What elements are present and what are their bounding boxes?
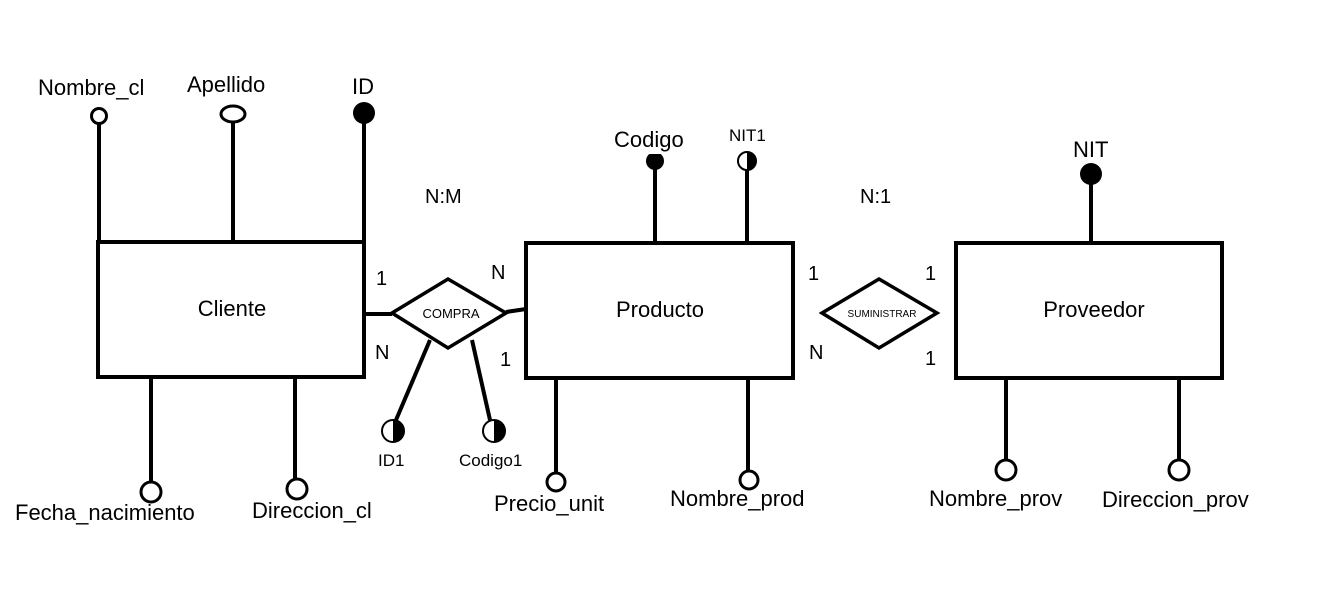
attribute-label: ID [352, 74, 374, 99]
attribute-nit: NIT [1073, 137, 1108, 243]
simple-attribute-icon [90, 107, 108, 125]
half-fill [494, 420, 505, 442]
attribute-precio-unit: Precio_unit [494, 378, 604, 516]
attribute-label: Nombre_cl [38, 75, 144, 100]
attribute-label: Nombre_prov [929, 486, 1062, 511]
attribute-codigo1: Codigo1 [459, 339, 522, 470]
relationship-compra: COMPRA N:M 1 N N 1 [362, 186, 527, 371]
attribute-apellido: Apellido [187, 72, 265, 242]
attribute-fecha-nacimiento: Fecha_nacimiento [15, 377, 195, 525]
relationship-connector [505, 307, 527, 314]
attribute-label: Direccion_prov [1102, 487, 1249, 512]
key-attribute-icon [646, 152, 664, 170]
key-attribute-icon [353, 102, 375, 124]
relationship-compra-diamond [388, 276, 510, 351]
relationship-suministrar: SUMINISTRAR N:1 1 N 1 1 [808, 186, 941, 370]
attribute-nit1: NIT1 [729, 126, 766, 243]
attribute-label: Codigo1 [459, 451, 522, 470]
attribute-label: ID1 [378, 451, 404, 470]
entity-producto-label: Producto [616, 297, 704, 322]
entity-cliente-label: Cliente [198, 296, 266, 321]
attribute-label: Precio_unit [494, 491, 604, 516]
attribute-id: ID [352, 74, 375, 242]
attribute-nombre-prod: Nombre_prod [670, 378, 805, 511]
attribute-label: Direccion_cl [252, 498, 372, 523]
simple-attribute-icon [1167, 458, 1191, 482]
simple-attribute-icon [994, 458, 1018, 482]
relationship-suministrar-ratio: N:1 [860, 186, 891, 208]
attribute-direccion-prov: Direccion_prov [1102, 378, 1249, 512]
entity-cliente: Cliente [96, 240, 366, 379]
simple-attribute-icon [738, 469, 760, 491]
attribute-label: NIT1 [729, 126, 766, 145]
cardinality-label: 1 [925, 348, 936, 370]
attribute-label: Fecha_nacimiento [15, 500, 195, 525]
attribute-nombre-prov: Nombre_prov [929, 378, 1062, 511]
attribute-id1: ID1 [378, 339, 432, 470]
relationship-suministrar-label: SUMINISTRAR [848, 309, 917, 320]
relationship-compra-label: COMPRA [422, 306, 479, 321]
entity-producto: Producto [524, 241, 795, 380]
cardinality-label: 1 [925, 263, 936, 285]
cardinality-label: 1 [376, 268, 387, 290]
cardinality-label: N [809, 342, 823, 364]
entity-producto-box [524, 241, 795, 380]
half-fill [393, 420, 404, 442]
attribute-codigo: Codigo [614, 127, 684, 243]
cardinality-label: N [375, 342, 389, 364]
cardinality-label: 1 [500, 349, 511, 371]
key-icon-flat [644, 150, 666, 154]
cardinality-label: 1 [808, 263, 819, 285]
attribute-nombre-cl: Nombre_cl [38, 75, 144, 242]
simple-attribute-icon [545, 471, 567, 493]
attribute-label: Codigo [614, 127, 684, 152]
attribute-label: Nombre_prod [670, 486, 805, 511]
attribute-connector [470, 339, 492, 421]
relationship-compra-ratio: N:M [425, 186, 462, 208]
attribute-direccion-cl: Direccion_cl [252, 377, 372, 523]
attribute-label: NIT [1073, 137, 1108, 162]
relationship-suministrar-diamond [818, 276, 941, 351]
entity-proveedor: Proveedor [954, 241, 1224, 380]
simple-attribute-icon [285, 477, 309, 501]
simple-attribute-icon [219, 104, 247, 124]
half-fill [747, 152, 756, 170]
key-attribute-icon [1080, 163, 1102, 185]
entity-proveedor-label: Proveedor [1043, 297, 1145, 322]
attribute-label: Apellido [187, 72, 265, 97]
attribute-connector [394, 339, 432, 421]
simple-attribute-icon [139, 480, 163, 504]
cardinality-label: N [491, 262, 505, 284]
